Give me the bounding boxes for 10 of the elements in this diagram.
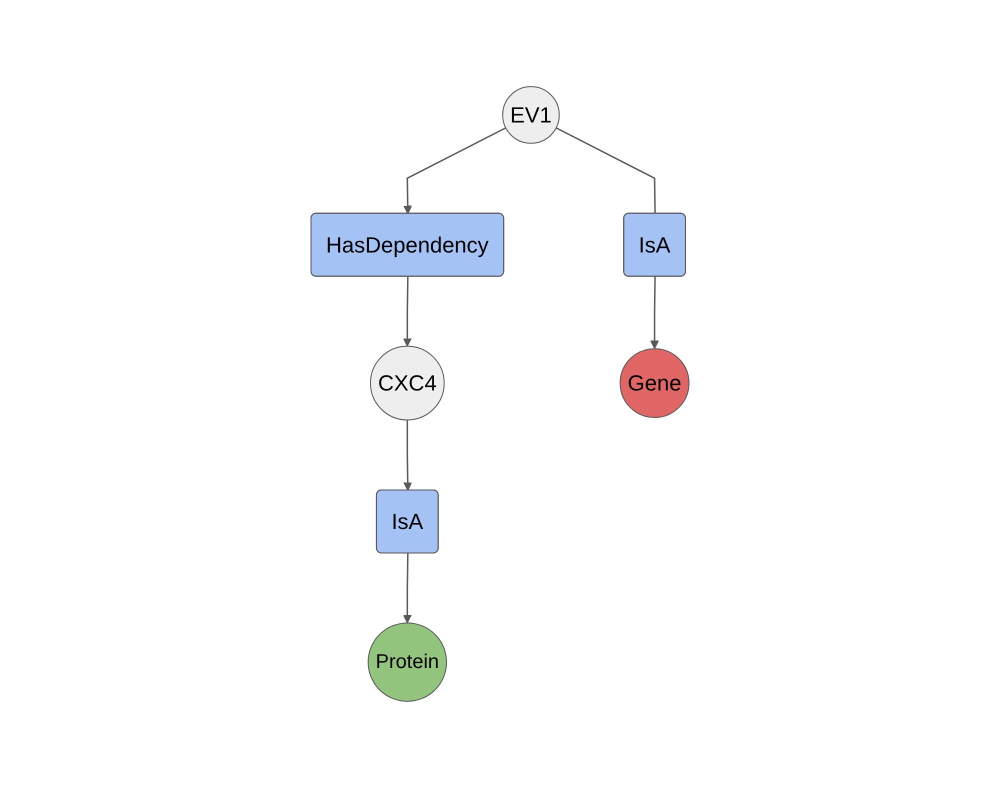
node-circle: CXC4 (370, 346, 444, 420)
arrow (402, 127, 506, 214)
connector (555, 127, 656, 214)
arrow (402, 420, 412, 491)
node-circle: EV1 (502, 86, 560, 144)
node-circle: Gene (619, 348, 689, 418)
arrow (402, 553, 412, 624)
node-circle: Protein (367, 622, 447, 702)
arrow (650, 276, 658, 350)
arrow (402, 276, 412, 347)
